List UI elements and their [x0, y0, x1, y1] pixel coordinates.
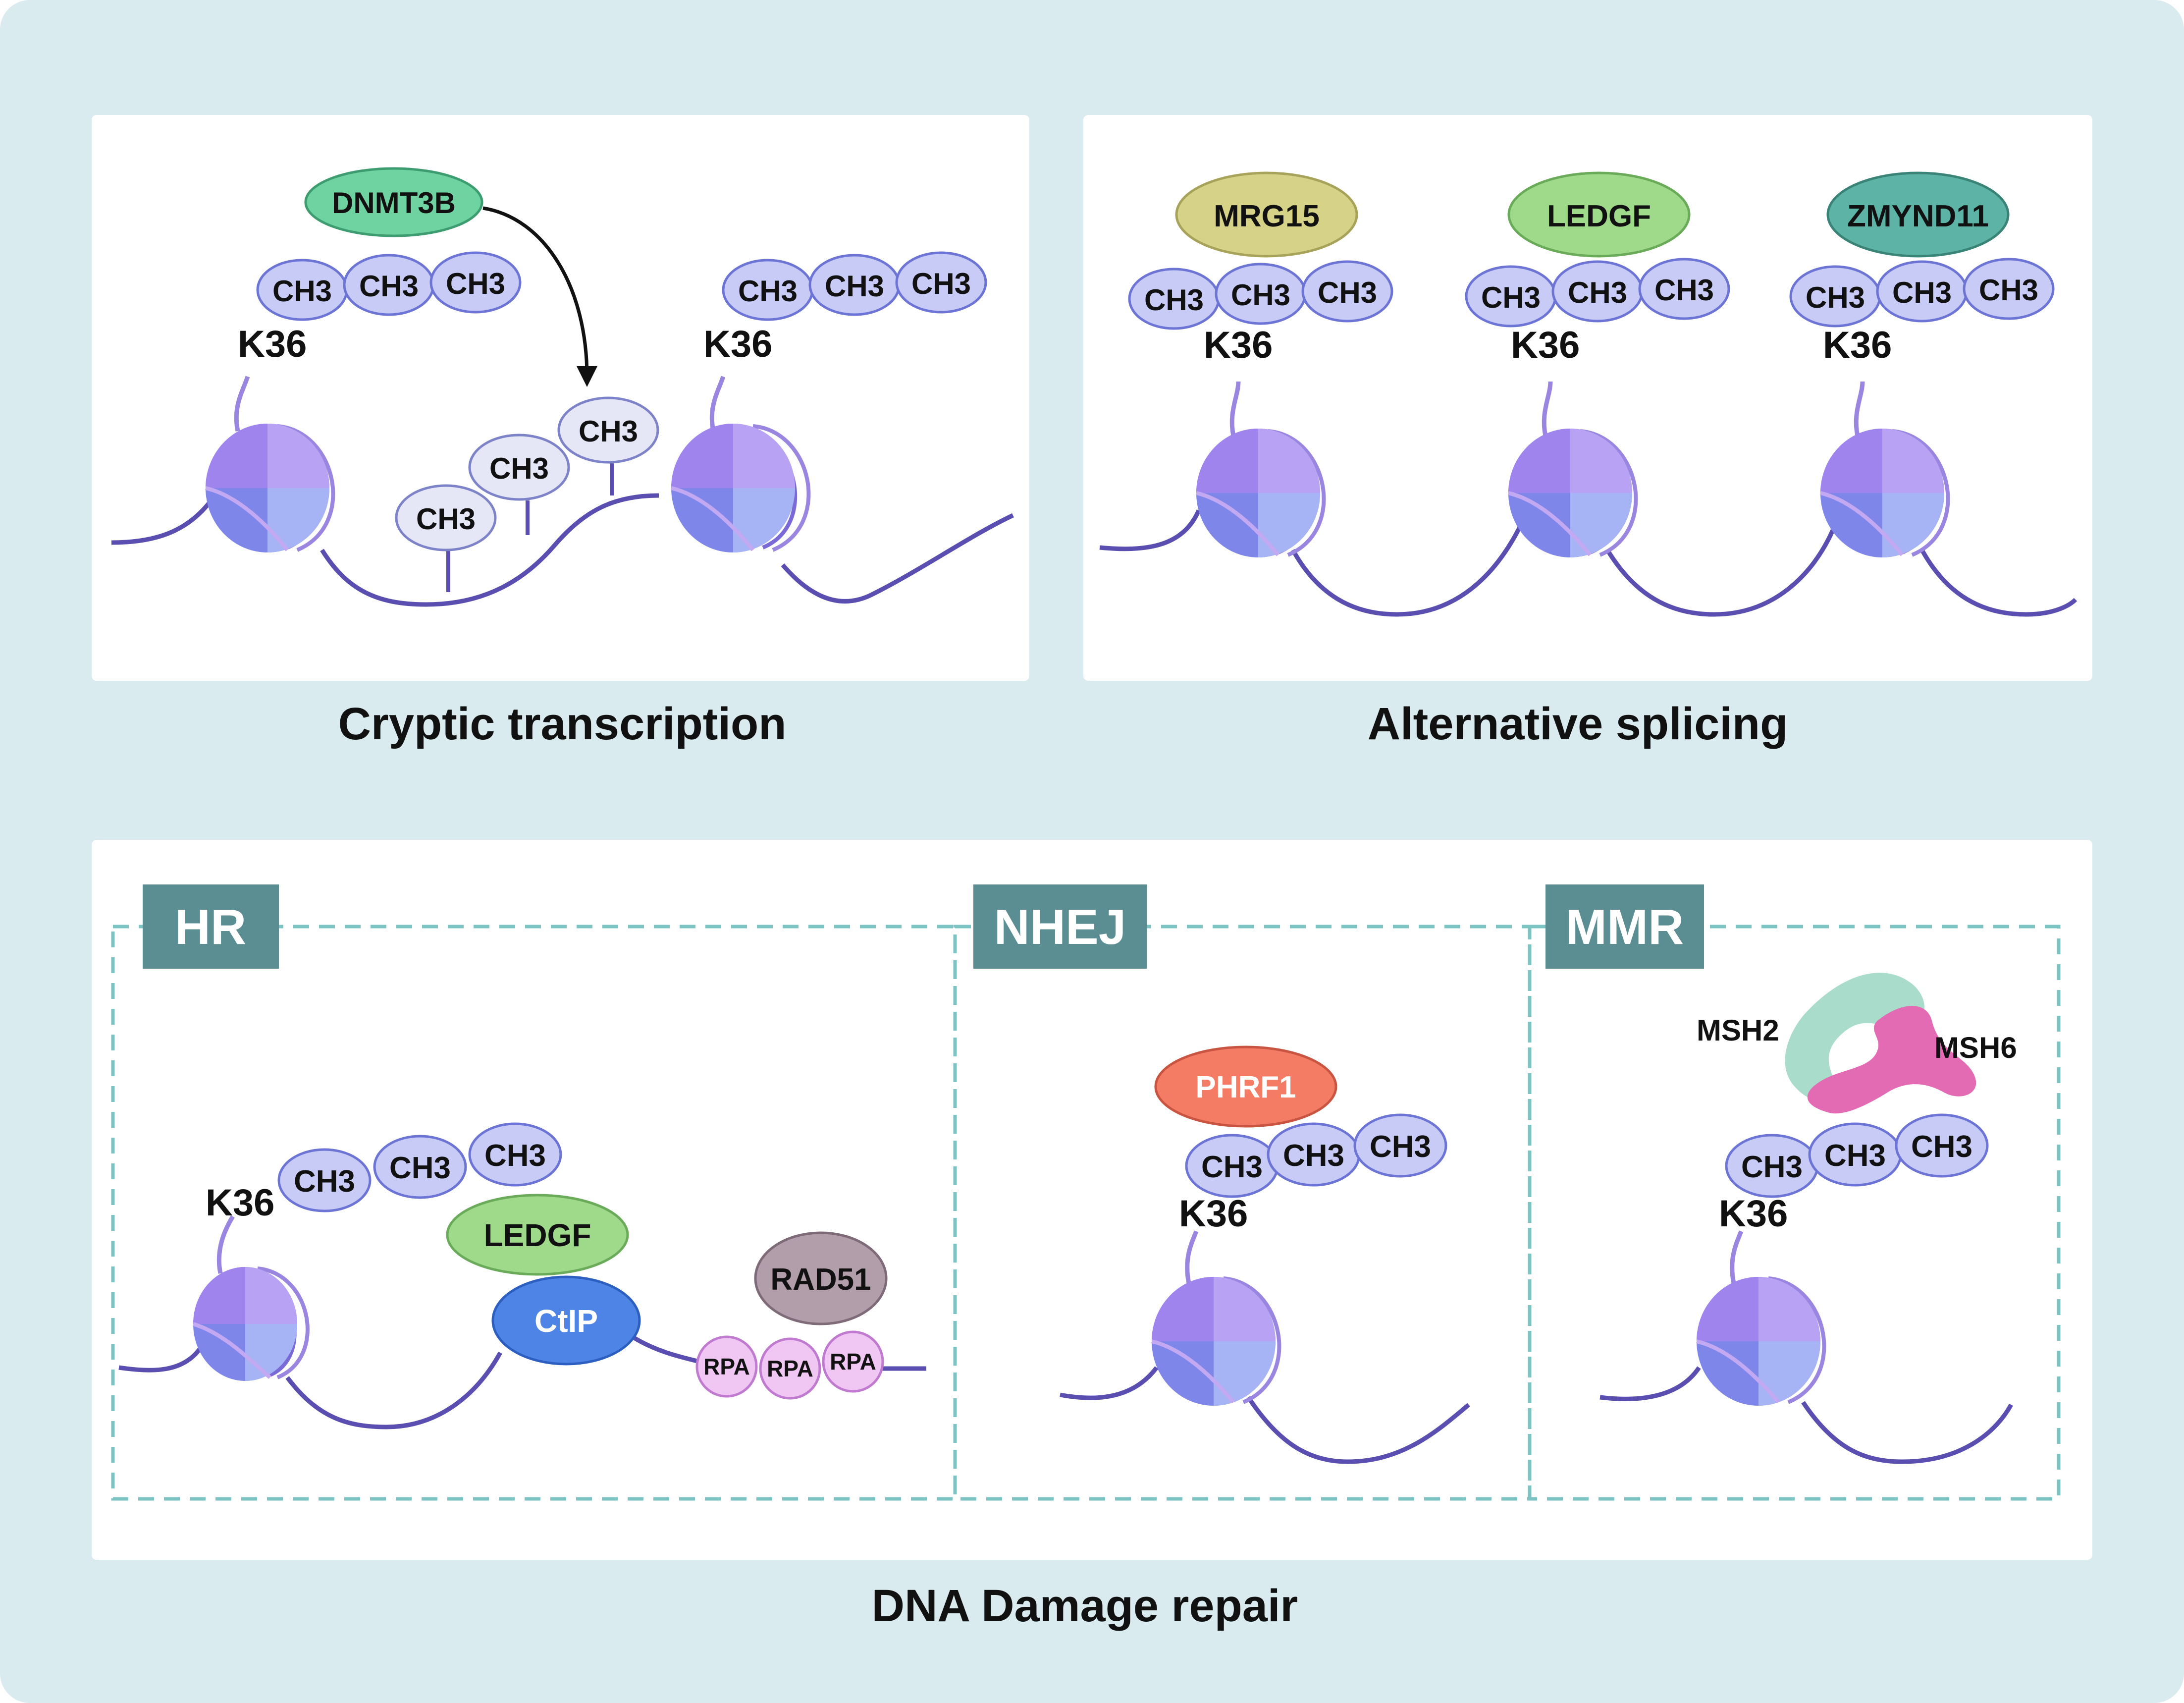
ch3-label: CH3	[1806, 281, 1865, 314]
ch3-label: CH3	[1370, 1130, 1431, 1164]
ch3-label: CH3	[1892, 276, 1952, 309]
ch3-label: CH3	[1568, 276, 1627, 309]
nhej-k36-label: K36	[1179, 1193, 1248, 1235]
rpa-label: RPA	[767, 1356, 813, 1381]
alternative-splicing-caption: Alternative splicing	[1368, 699, 1788, 749]
ch3-label: CH3	[1824, 1139, 1886, 1173]
mmr-dashed-box	[1528, 925, 2061, 1501]
dnmt3b-enzyme: DNMT3B	[304, 167, 483, 237]
hr-ledgf-label: LEDGF	[484, 1217, 591, 1253]
ch3-label: CH3	[1144, 283, 1204, 317]
rpa-label: RPA	[703, 1354, 750, 1379]
mmr-badge	[1545, 884, 1704, 969]
ch3-label: CH3	[1741, 1150, 1803, 1184]
splicing-k36-label-2: K36	[1511, 324, 1580, 366]
ch3-label: CH3	[1979, 274, 2038, 307]
mmr-nucleosome	[1696, 1230, 1826, 1406]
ch3-label: CH3	[359, 270, 419, 303]
rad51-label: RAD51	[770, 1263, 871, 1297]
rpa-label: RPA	[830, 1349, 876, 1374]
splicing-ch3-chain-2: CH3 CH3 CH3	[1465, 258, 1730, 328]
dna-damage-repair-panel	[92, 840, 2092, 1560]
cryptic-k36-label-right: K36	[703, 323, 772, 365]
nhej-dna-strand	[1060, 1366, 1470, 1464]
hr-ledgf-reader: LEDGF	[446, 1194, 629, 1276]
ch3-label: CH3	[272, 275, 332, 308]
dnmt3b-arrow	[482, 206, 597, 387]
cryptic-transcription-caption: Cryptic transcription	[338, 699, 787, 749]
mmr-dna-strand	[1599, 1366, 2013, 1464]
cryptic-nucleosome-left	[205, 376, 335, 552]
cryptic-transcription-panel	[92, 115, 1029, 681]
cryptic-dna-methylation: CH3 CH3 CH3	[395, 396, 659, 592]
mrg15-reader: MRG15	[1175, 171, 1358, 258]
ch3-label: CH3	[738, 275, 798, 308]
mmr-ch3-chain: CH3 CH3 CH3	[1725, 1113, 1989, 1198]
ledgf-reader: LEDGF	[1507, 171, 1691, 258]
msh6-protein	[1807, 1006, 1976, 1114]
phrf1-reader: PHRF1	[1154, 1045, 1337, 1128]
splicing-k36-label-1: K36	[1204, 324, 1273, 366]
dna-ch3-label: CH3	[489, 452, 549, 485]
msh2-label: MSH2	[1697, 1014, 1779, 1047]
cryptic-nucleosome-right	[671, 376, 811, 552]
nhej-nucleosome	[1151, 1230, 1281, 1406]
splicing-dna-strand	[1099, 509, 2077, 617]
ch3-label: CH3	[446, 267, 505, 300]
dnmt3b-label: DNMT3B	[332, 186, 456, 220]
splicing-ch3-chain-3: CH3 CH3 CH3	[1789, 258, 2055, 328]
splicing-nucleosome-3	[1820, 381, 1950, 557]
splicing-nucleosome-1	[1196, 381, 1326, 557]
hr-dna-strand	[118, 1336, 926, 1429]
nhej-badge	[973, 884, 1147, 969]
mmr-title: MMR	[1566, 899, 1684, 955]
ledgf-label: LEDGF	[1547, 199, 1651, 233]
rad51-recombinase: RAD51	[754, 1231, 888, 1325]
hr-ch3-chain: CH3 CH3 CH3	[277, 1122, 562, 1212]
dna-damage-repair-caption: DNA Damage repair	[872, 1581, 1298, 1631]
hr-k36-label: K36	[206, 1182, 274, 1224]
ch3-label: CH3	[1201, 1150, 1263, 1184]
ch3-label: CH3	[911, 267, 971, 300]
zmynd11-label: ZMYND11	[1847, 199, 1989, 233]
ch3-label: CH3	[1481, 281, 1541, 314]
dna-ch3-label: CH3	[579, 415, 638, 448]
ch3-label: CH3	[1231, 278, 1290, 312]
ch3-label: CH3	[1911, 1130, 1972, 1164]
ch3-label: CH3	[1283, 1139, 1344, 1173]
splicing-ch3-chain-1: CH3 CH3 CH3	[1128, 260, 1393, 330]
ctip-label: CtIP	[534, 1303, 598, 1339]
msh6-label: MSH6	[1934, 1031, 2017, 1064]
cryptic-k36-label-left: K36	[238, 323, 307, 365]
mrg15-label: MRG15	[1214, 199, 1320, 233]
dna-ch3-label: CH3	[416, 502, 476, 536]
cryptic-ch3-chain-left: CH3 CH3 CH3	[256, 251, 522, 321]
hr-dashed-box	[111, 925, 957, 1501]
ch3-label: CH3	[825, 270, 884, 303]
hr-nucleosome	[192, 1215, 310, 1381]
ch3-label: CH3	[389, 1151, 451, 1185]
cryptic-ch3-chain-right: CH3 CH3 CH3	[722, 251, 987, 321]
ch3-label: CH3	[1654, 274, 1714, 307]
ctip-factor: CtIP	[491, 1275, 641, 1366]
zmynd11-reader: ZMYND11	[1826, 171, 2010, 258]
nhej-ch3-chain: CH3 CH3 CH3	[1185, 1113, 1447, 1198]
ch3-label: CH3	[294, 1164, 355, 1199]
hr-badge	[143, 884, 279, 969]
phrf1-label: PHRF1	[1195, 1070, 1296, 1104]
splicing-nucleosome-2	[1508, 381, 1638, 557]
ch3-label: CH3	[484, 1139, 546, 1173]
msh2-protein	[1785, 973, 1925, 1101]
hr-title: HR	[175, 899, 246, 955]
rpa-proteins: RPA RPA RPA	[695, 1330, 884, 1400]
splicing-k36-label-3: K36	[1823, 324, 1892, 366]
ch3-label: CH3	[1318, 276, 1377, 309]
mmr-k36-label: K36	[1719, 1193, 1788, 1235]
nhej-title: NHEJ	[994, 899, 1126, 955]
